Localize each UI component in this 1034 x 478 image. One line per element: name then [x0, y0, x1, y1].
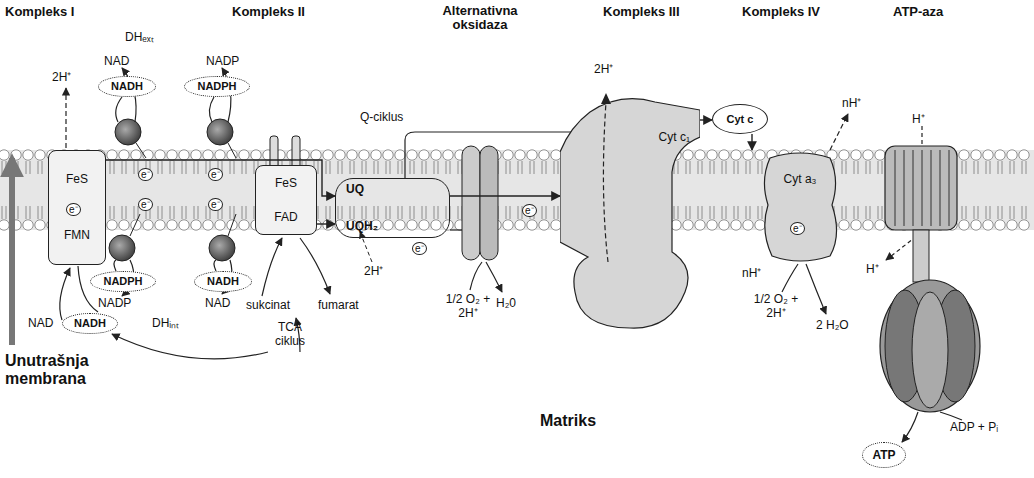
- node-text: UQH₂: [346, 219, 378, 234]
- electron-label: e⁻: [790, 222, 805, 235]
- electron-label: e⁻: [66, 203, 81, 216]
- text-label: 1/2 O₂ + 2H⁺: [752, 292, 800, 320]
- node-text: NADH: [111, 79, 143, 94]
- electron-label: e⁻: [138, 198, 153, 211]
- text-label: H⁺: [912, 112, 925, 126]
- electron-flow: [450, 195, 560, 196]
- carrier-oval: NADPH: [184, 76, 250, 97]
- electron-label: e⁻: [208, 168, 223, 181]
- quinone-pool: UQ UQH₂: [335, 178, 450, 238]
- text-label: NADP: [206, 54, 239, 68]
- complex-blob: Cyt a₃: [760, 150, 840, 262]
- node-text: NADH: [74, 316, 106, 331]
- text-label: Unutrašnja membrana: [5, 352, 125, 388]
- text-label: DHᵢₙₜ: [152, 316, 179, 330]
- text-label: 2 H₂O: [816, 318, 849, 332]
- node-text: NADPH: [103, 274, 142, 289]
- text-label: NAD: [205, 296, 230, 310]
- text-label: nH⁺: [742, 266, 761, 280]
- text-label: nH⁺: [842, 96, 861, 110]
- text-label: NADP: [98, 296, 131, 310]
- node-text: UQ: [346, 182, 364, 197]
- text-label: NAD: [28, 316, 53, 330]
- text-label: 2H⁺: [52, 70, 71, 84]
- text-label: Q-ciklus: [360, 110, 403, 124]
- complex-outline: [560, 92, 700, 332]
- product-circle: ATP: [862, 442, 906, 468]
- text-label: H₂0: [496, 296, 516, 310]
- text-label: 2H⁺: [594, 62, 613, 76]
- text-label: Matriks: [540, 412, 596, 430]
- node-text: Cyt c₁: [659, 130, 690, 145]
- node-text: FeS: [275, 176, 297, 191]
- text-label: TCA ciklus: [268, 320, 312, 348]
- text-label: Kompleks III: [603, 5, 680, 19]
- node-text: ATP: [872, 448, 895, 463]
- electron-label: e⁻: [522, 204, 537, 217]
- node-text: FMN: [64, 228, 90, 243]
- node-text: Cyt c: [727, 112, 754, 127]
- node-text: FeS: [66, 172, 88, 187]
- cytochrome-oval: Cyt c: [712, 104, 768, 134]
- carrier-oval: NADH: [98, 76, 156, 97]
- electron-label: e⁻: [208, 198, 223, 211]
- electron-label: e⁻: [138, 168, 153, 181]
- electron-label: e⁻: [412, 242, 427, 255]
- text-label: ATP-aza: [893, 5, 943, 19]
- electron-flow: [751, 134, 752, 150]
- node-text: NADH: [207, 274, 239, 289]
- text-label: Alternativna oksidaza: [432, 4, 528, 32]
- node-text: FAD: [274, 210, 297, 225]
- text-label: DHₑₓₜ: [125, 30, 154, 44]
- text-label: NAD: [104, 54, 129, 68]
- text-label: Kompleks IV: [742, 5, 820, 19]
- node-text: Cyt a₃: [784, 172, 817, 187]
- node-text: NADPH: [197, 79, 236, 94]
- text-label: Kompleks II: [232, 5, 305, 19]
- electron-flow: [700, 119, 712, 120]
- text-label: H⁺: [866, 262, 879, 276]
- text-label: sukcinat: [246, 298, 290, 312]
- carrier-oval: NADPH: [90, 271, 156, 292]
- complex-outline: [760, 150, 840, 262]
- carrier-oval: NADH: [194, 271, 252, 292]
- text-label: fumarat: [318, 298, 359, 312]
- text-label: Kompleks I: [5, 5, 74, 19]
- text-label: 1/2 O₂ + 2H⁺: [444, 292, 492, 320]
- complex-blob: Cyt c₁: [560, 92, 700, 332]
- carrier-oval: NADH: [62, 313, 118, 334]
- text-label: ADP + Pᵢ: [950, 420, 998, 434]
- electron-flow: [317, 223, 335, 224]
- complex-box: FeS FAD: [255, 165, 317, 235]
- text-label: 2H⁺: [364, 264, 383, 278]
